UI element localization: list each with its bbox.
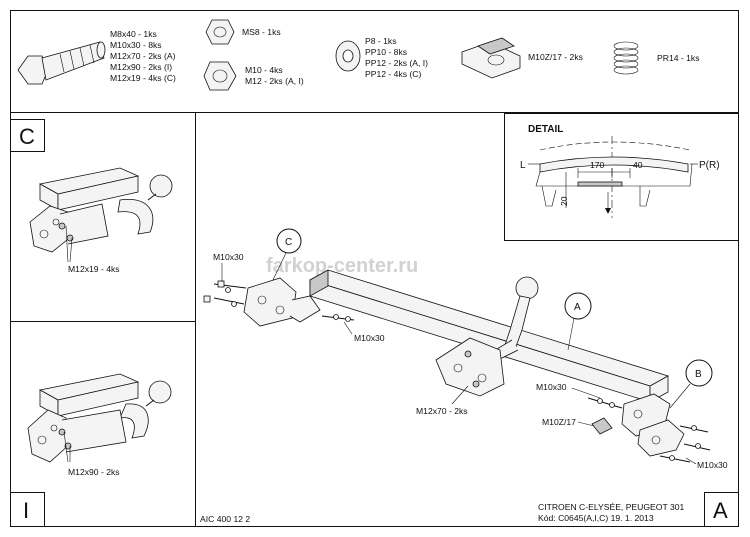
nut-top-label: MS8 - 1ks bbox=[242, 27, 281, 37]
label-m10x30-center: M10x30 bbox=[354, 333, 385, 343]
bolt-label-5: M12x19 - 4ks (C) bbox=[110, 73, 176, 83]
watermark: farkop-center.ru bbox=[266, 255, 418, 277]
nut-bottom-label-1: M10 - 4ks bbox=[245, 65, 283, 75]
washer-label-1: P8 - 1ks bbox=[365, 36, 397, 46]
washer-label-3: PP12 - 2ks (A, I) bbox=[365, 58, 428, 68]
bolt-label-2: M10x30 - 8ks bbox=[110, 40, 162, 50]
washer-icon bbox=[335, 40, 361, 72]
variant-c-bolt-label: M12x19 - 4ks bbox=[68, 264, 120, 274]
bolt-icon bbox=[17, 41, 106, 85]
callout-b-leader bbox=[669, 383, 691, 409]
detail-right-label: P(R) bbox=[699, 160, 720, 171]
sheet-border bbox=[10, 10, 739, 527]
variant-i-letter: I bbox=[23, 498, 29, 523]
detail-dim-20: 20 bbox=[559, 196, 569, 206]
callout-a-letter: A bbox=[574, 302, 581, 313]
washer-label-2: PP10 - 8ks bbox=[365, 47, 407, 57]
label-m10x30-top-left: M10x30 bbox=[213, 252, 244, 262]
callout-b-letter: B bbox=[695, 369, 702, 380]
drawing-code: AIC 400 12 2 bbox=[200, 514, 250, 524]
small-nut-icon bbox=[205, 19, 235, 45]
callout-a-leader bbox=[567, 317, 575, 351]
kod-label: Kód: C0645(A,I,C) 19. 1. 2013 bbox=[538, 513, 654, 523]
nut-bottom-label-2: M12 - 2ks (A, I) bbox=[245, 76, 304, 86]
washer-label-4: PP12 - 4ks (C) bbox=[365, 69, 421, 79]
leader-m10x30-right bbox=[571, 387, 601, 399]
label-m12x70: M12x70 - 2ks bbox=[416, 406, 468, 416]
variant-i-box bbox=[10, 492, 45, 527]
leader-m10x30-bottom-right bbox=[685, 457, 697, 465]
right-bolts-illustration bbox=[587, 397, 711, 463]
variant-c-leader-2 bbox=[69, 237, 73, 263]
variant-a-box bbox=[704, 492, 739, 527]
leader-m12x70 bbox=[451, 385, 469, 405]
callout-b-circle bbox=[685, 359, 713, 387]
left-bolts-illustration bbox=[203, 280, 355, 322]
detail-left-label: L bbox=[520, 160, 526, 171]
large-nut-icon bbox=[203, 61, 237, 91]
callout-c-letter: C bbox=[285, 237, 292, 248]
leader-m10x30-center bbox=[343, 321, 353, 335]
clip-icon bbox=[461, 37, 521, 79]
callout-a-circle bbox=[564, 292, 592, 320]
variant-a-letter: A bbox=[713, 498, 728, 523]
label-m10z17: M10Z/17 bbox=[542, 417, 576, 427]
spring-icon bbox=[613, 41, 639, 75]
variant-c-box bbox=[10, 119, 45, 152]
vehicle-label: CITROEN C-ELYSÉE, PEUGEOT 301 bbox=[538, 502, 685, 512]
detail-title: DETAIL bbox=[528, 124, 563, 135]
variant-i-leader-1 bbox=[63, 431, 69, 463]
variant-c-leader-1 bbox=[65, 225, 69, 263]
callout-c-leader bbox=[271, 252, 287, 283]
bolt-label-3: M12x70 - 2ks (A) bbox=[110, 51, 176, 61]
label-m10x30-bottom-right: M10x30 bbox=[697, 460, 728, 470]
detail-dim-170: 170 bbox=[590, 160, 605, 170]
callout-c-circle bbox=[276, 228, 302, 254]
left-bracket-illustration bbox=[243, 277, 321, 327]
center-bracket-illustration bbox=[435, 337, 505, 397]
detail-section-drawing bbox=[528, 136, 698, 218]
variant-c-letter: C bbox=[19, 124, 35, 149]
tow-ball-illustration bbox=[491, 276, 539, 361]
variant-c-hitch-illustration bbox=[29, 167, 173, 253]
crossbar-illustration bbox=[308, 269, 670, 403]
detail-box bbox=[504, 113, 739, 241]
detail-dim-40: 40 bbox=[633, 160, 643, 170]
leader-m10z17 bbox=[577, 421, 595, 427]
spring-label: PR14 - 1ks bbox=[657, 53, 700, 63]
label-m10x30-right: M10x30 bbox=[536, 382, 567, 392]
clip-label: M10Z/17 - 2ks bbox=[528, 52, 583, 62]
bolt-label-4: M12x90 - 2ks (I) bbox=[110, 62, 172, 72]
variant-i-hitch-illustration bbox=[27, 373, 172, 463]
right-bracket-illustration bbox=[621, 393, 685, 457]
bolt-label-1: M8x40 - 1ks bbox=[110, 29, 157, 39]
variant-i-bolt-label: M12x90 - 2ks bbox=[68, 467, 120, 477]
